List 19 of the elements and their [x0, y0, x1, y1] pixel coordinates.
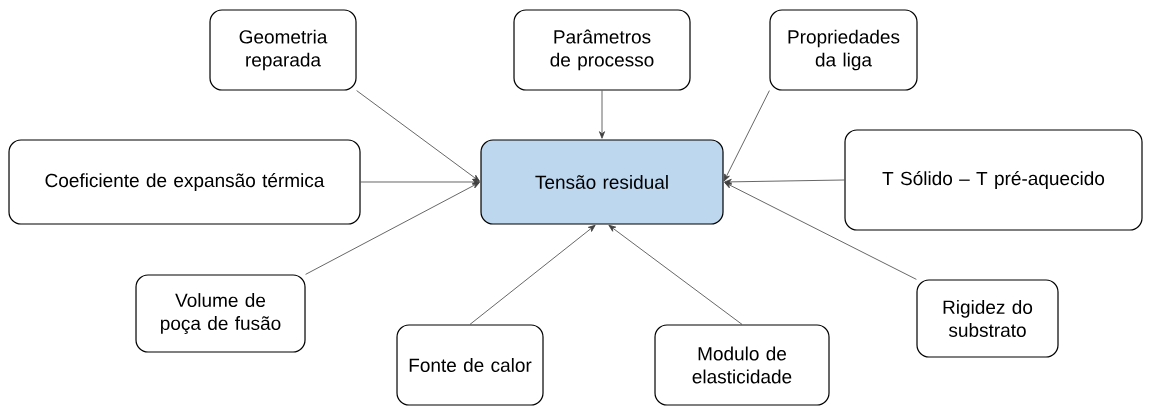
arrow: [724, 182, 917, 280]
factor-box: Volume de poça de fusão: [135, 274, 306, 353]
central-box: Tensão residual: [480, 139, 724, 225]
arrow: [599, 90, 605, 139]
factor-box: Geometria reparada: [209, 9, 357, 91]
factor-box: Coeficiente de expansão térmica: [8, 139, 361, 225]
factor-box: T Sólido – T pré-aquecido: [844, 129, 1143, 231]
factor-box: Fonte de calor: [396, 324, 544, 406]
arrow: [608, 224, 743, 325]
arrow: [360, 179, 480, 185]
arrow: [723, 90, 770, 182]
arrow: [469, 224, 596, 325]
factor-box: Modulo de elasticidade: [654, 324, 830, 406]
arrow: [305, 182, 480, 275]
factor-box: Propriedades da liga: [769, 9, 918, 91]
factor-box: Parâmetros de processo: [513, 9, 691, 91]
factor-box: Rigidez do substrato: [916, 279, 1059, 358]
arrow: [356, 90, 480, 182]
arrow: [724, 178, 845, 185]
